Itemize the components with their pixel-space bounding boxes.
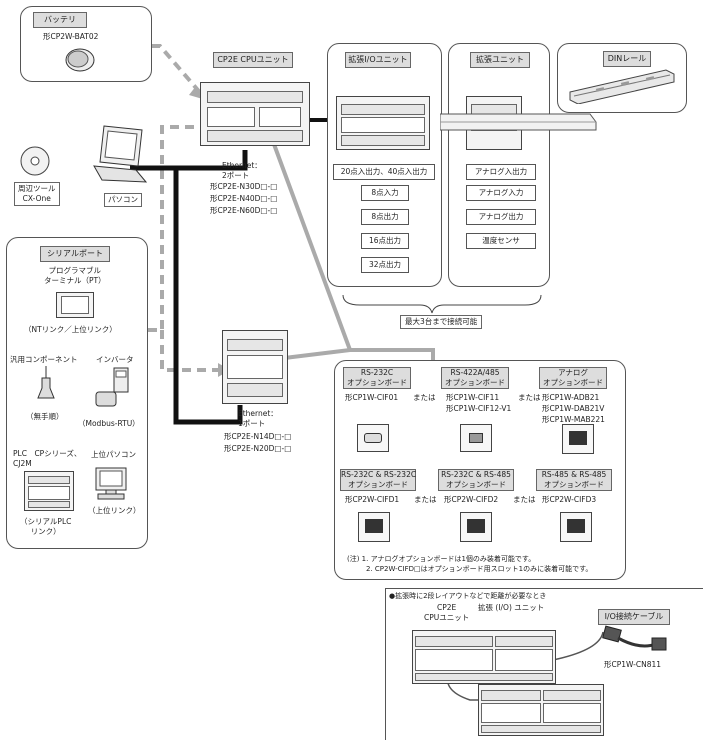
pc-label: パソコン xyxy=(104,193,142,207)
cpu-unit-image xyxy=(200,82,310,146)
host-pc-label: 上位パソコン xyxy=(91,450,136,459)
serial-connection-upper xyxy=(148,125,220,332)
option-board-cifd1-model: 形CP2W-CIFD1 xyxy=(345,495,400,504)
din-rail-icon xyxy=(569,69,675,104)
option-board-rs422-model-2: 形CP1W-CIF12-V1 xyxy=(446,404,512,413)
option-board-rs422-model-1: 形CP1W-CIF11 xyxy=(446,393,500,402)
cpu-model-n30: 形CP2E-N30D□-□ xyxy=(210,182,278,191)
cpu-model-n40: 形CP2E-N40D□-□ xyxy=(210,194,278,203)
inverter-icon xyxy=(95,367,129,407)
ethernet-connection xyxy=(130,150,248,171)
cpu-model-n14: 形CP2E-N14D□-□ xyxy=(224,432,292,441)
no-protocol-label: （無手順） xyxy=(26,412,64,421)
option-board-cifd3-title: RS-485 & RS-485 オプションボード xyxy=(536,469,612,491)
or-label-1: または xyxy=(413,393,436,402)
two-tier-heading: ●拡張時に2段レイアウトなどで距離が必要なとき xyxy=(389,592,547,600)
or-label-3: または xyxy=(414,495,437,504)
option-board-connection xyxy=(266,127,435,362)
or-label-2: または xyxy=(518,393,541,402)
cpu-ethernet-ports: Ethernet： 2ポート xyxy=(222,161,262,180)
host-pc-icon xyxy=(95,467,127,500)
laptop-icon xyxy=(93,125,148,183)
sensor-icon xyxy=(37,366,55,399)
io-cable-model: 形CP1W-CN811 xyxy=(604,660,662,669)
cpu-model-n20: 形CP2E-N20D□-□ xyxy=(224,444,292,453)
pt-label: プログラマブル ターミナル（PT） xyxy=(44,266,106,285)
option-board-analog-model-3: 形CP1W-MAB221 xyxy=(542,415,605,424)
max-units-label: 最大3台まで接続可能 xyxy=(400,315,483,329)
option-board-rs232c-model: 形CP1W-CIF01 xyxy=(345,393,399,402)
expansion-io-image xyxy=(336,96,430,150)
option-board-analog-image xyxy=(562,424,594,454)
option-board-analog-title: アナログ オプションボード xyxy=(539,367,607,389)
option-board-note-2: 2. CP2W-CIFD□はオプションボード用スロット1のみに装着可能です。 xyxy=(366,565,593,573)
option-board-cifd2-title: RS-232C & RS-485 オプションボード xyxy=(438,469,514,491)
plc-cp-label: PLC CPシリーズ、 CJ2M xyxy=(13,449,82,468)
expansion-io-32out: 32点出力 xyxy=(361,257,409,273)
expansion-unit-temp-sensor: 温度センサ xyxy=(466,233,536,249)
two-tier-top-row xyxy=(412,630,556,684)
two-tier-frame xyxy=(385,588,703,740)
option-board-analog-model-2: 形CP1W-DAB21V xyxy=(542,404,605,413)
option-board-rs232c-image xyxy=(357,424,389,452)
nt-link-label: （NTリンク／上位リンク） xyxy=(24,325,117,334)
expansion-io-8out: 8点出力 xyxy=(361,209,409,225)
expansion-io-20-40: 20点入出力、40点入出力 xyxy=(333,164,435,180)
option-board-analog-model-1: 形CP1W-ADB21 xyxy=(542,393,600,402)
expansion-unit-analog-in: アナログ入力 xyxy=(466,185,536,201)
plc-icon xyxy=(24,471,74,511)
cpu-small-ethernet-ports: Ethernet： 1ポート xyxy=(238,409,278,428)
option-board-cifd3-model: 形CP2W-CIFD3 xyxy=(542,495,597,504)
expansion-io-16out: 16点出力 xyxy=(361,233,409,249)
cd-icon xyxy=(20,146,50,176)
option-board-rs422-image xyxy=(460,424,492,452)
inverter-label: インバータ xyxy=(96,355,134,364)
io-cable-title: I/O接続ケーブル xyxy=(598,609,670,625)
option-board-cifd1-image xyxy=(358,512,390,542)
peripheral-tool-label: 周辺ツール CX-One xyxy=(14,182,60,206)
battery-model: 形CP2W-BAT02 xyxy=(43,32,99,41)
or-label-4: または xyxy=(513,495,536,504)
two-tier-cpu-label: CP2E CPUユニット xyxy=(424,603,470,622)
two-tier-bottom-row xyxy=(478,684,604,736)
plc-link-label: （シリアルPLC リンク） xyxy=(20,517,72,536)
cpu-unit-small-image xyxy=(222,330,288,404)
pt-icon xyxy=(56,292,94,318)
serial-port-title: シリアルポート xyxy=(40,246,110,262)
cpu-model-n60: 形CP2E-N60D□-□ xyxy=(210,206,278,215)
option-board-note-1: (注) 1. アナログオプションボードは1個のみ装着可能です。 xyxy=(347,555,536,563)
option-board-cifd2-image xyxy=(460,512,492,542)
option-board-cifd2-model: 形CP2W-CIFD2 xyxy=(444,495,499,504)
cpu-unit-title: CP2E CPUユニット xyxy=(213,52,293,68)
component-label: 汎用コンポーネント xyxy=(10,355,78,364)
expansion-unit-analog-out: アナログ出力 xyxy=(466,209,536,225)
expansion-unit-title: 拡張ユニット xyxy=(470,52,530,68)
battery-icon xyxy=(65,48,95,72)
two-tier-exp-label: 拡張 (I/O) ユニット xyxy=(478,603,545,612)
option-board-rs232c-title: RS-232C オプションボード xyxy=(343,367,411,389)
io-cable-icon xyxy=(602,625,667,651)
battery-title: バッテリ xyxy=(33,12,87,28)
din-rail-title: DINレール xyxy=(603,51,651,67)
din-rail-long xyxy=(440,113,597,131)
expansion-io-8in: 8点入力 xyxy=(361,185,409,201)
option-board-rs422-title: RS-422A/485 オプションボード xyxy=(441,367,509,389)
modbus-label: （Modbus-RTU） xyxy=(78,419,140,428)
serial-connection-lower xyxy=(160,330,222,372)
option-board-cifd1-title: RS-232C & RS-232C オプションボード xyxy=(340,469,417,491)
expansion-io-title: 拡張I/Oユニット xyxy=(345,52,411,68)
expansion-unit-analog-io: アナログ入出力 xyxy=(466,164,536,180)
option-board-cifd3-image xyxy=(560,512,592,542)
host-link-label: （上位リンク） xyxy=(88,506,141,515)
